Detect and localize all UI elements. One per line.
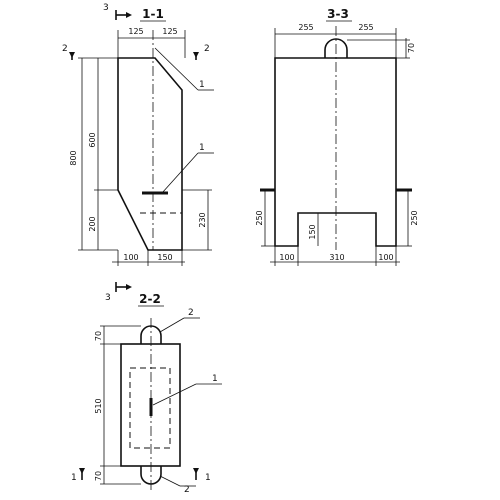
dim-100-left: 100	[279, 253, 294, 262]
mark-2-left: 2	[62, 44, 68, 54]
section-3-3-title: 3-3	[327, 7, 349, 21]
dim-800: 800	[69, 150, 78, 165]
leader-1	[152, 383, 197, 406]
mark-1-mid: 1	[199, 143, 205, 153]
dim-310: 310	[329, 253, 344, 262]
arrow-3-top	[126, 12, 132, 18]
dim-70: 70	[407, 43, 416, 53]
wall-outline	[117, 57, 183, 251]
arrow-2-right	[193, 52, 199, 58]
dim-510: 510	[94, 398, 103, 413]
section-2-2-title: 2-2	[139, 292, 161, 306]
mark-2-bottom: 2	[184, 485, 190, 495]
leader-1-top	[154, 47, 199, 91]
arrow-3	[126, 284, 132, 290]
dim-150: 150	[157, 253, 172, 262]
dim-150: 150	[308, 224, 317, 239]
dim-125-right: 125	[162, 27, 177, 36]
section-3-3: 3-3 255 255 70 250 250 150	[255, 7, 419, 266]
mark-1-left: 1	[71, 473, 77, 483]
leader-1-mid	[161, 152, 199, 194]
dim-600: 600	[88, 132, 97, 147]
mark-3: 3	[105, 293, 111, 303]
section-2-2: 2-2 70 510 70 2 1 2 3	[71, 282, 222, 495]
mark-3-top: 3	[103, 3, 109, 13]
mark-1-right: 1	[205, 473, 211, 483]
hidden-recess	[129, 367, 171, 449]
dim-70-top: 70	[94, 331, 103, 341]
dim-255-left: 255	[298, 23, 313, 32]
section-1-1: 1-1 125 125 800 600 200 230 100 1	[62, 3, 214, 266]
leader-2-top	[159, 317, 185, 333]
dim-100-right: 100	[378, 253, 393, 262]
dim-125-left: 125	[128, 27, 143, 36]
dim-70-bottom: 70	[94, 471, 103, 481]
mark-1-top: 1	[199, 80, 205, 90]
arrow-1-left	[79, 468, 85, 474]
dim-230: 230	[198, 212, 207, 227]
mark-1: 1	[212, 374, 218, 384]
arrow-2-left	[69, 52, 75, 58]
leader-2-bottom	[159, 475, 181, 487]
dim-255-right: 255	[358, 23, 373, 32]
block-outline	[274, 57, 397, 247]
mark-2-top: 2	[188, 308, 194, 318]
arrow-1-right	[193, 468, 199, 474]
dim-100: 100	[123, 253, 138, 262]
dim-250-left: 250	[255, 210, 264, 225]
dim-200: 200	[88, 216, 97, 231]
section-1-1-title: 1-1	[142, 7, 164, 21]
mark-2-right: 2	[204, 44, 210, 54]
plan-outline	[120, 343, 181, 467]
dim-250-right: 250	[410, 210, 419, 225]
